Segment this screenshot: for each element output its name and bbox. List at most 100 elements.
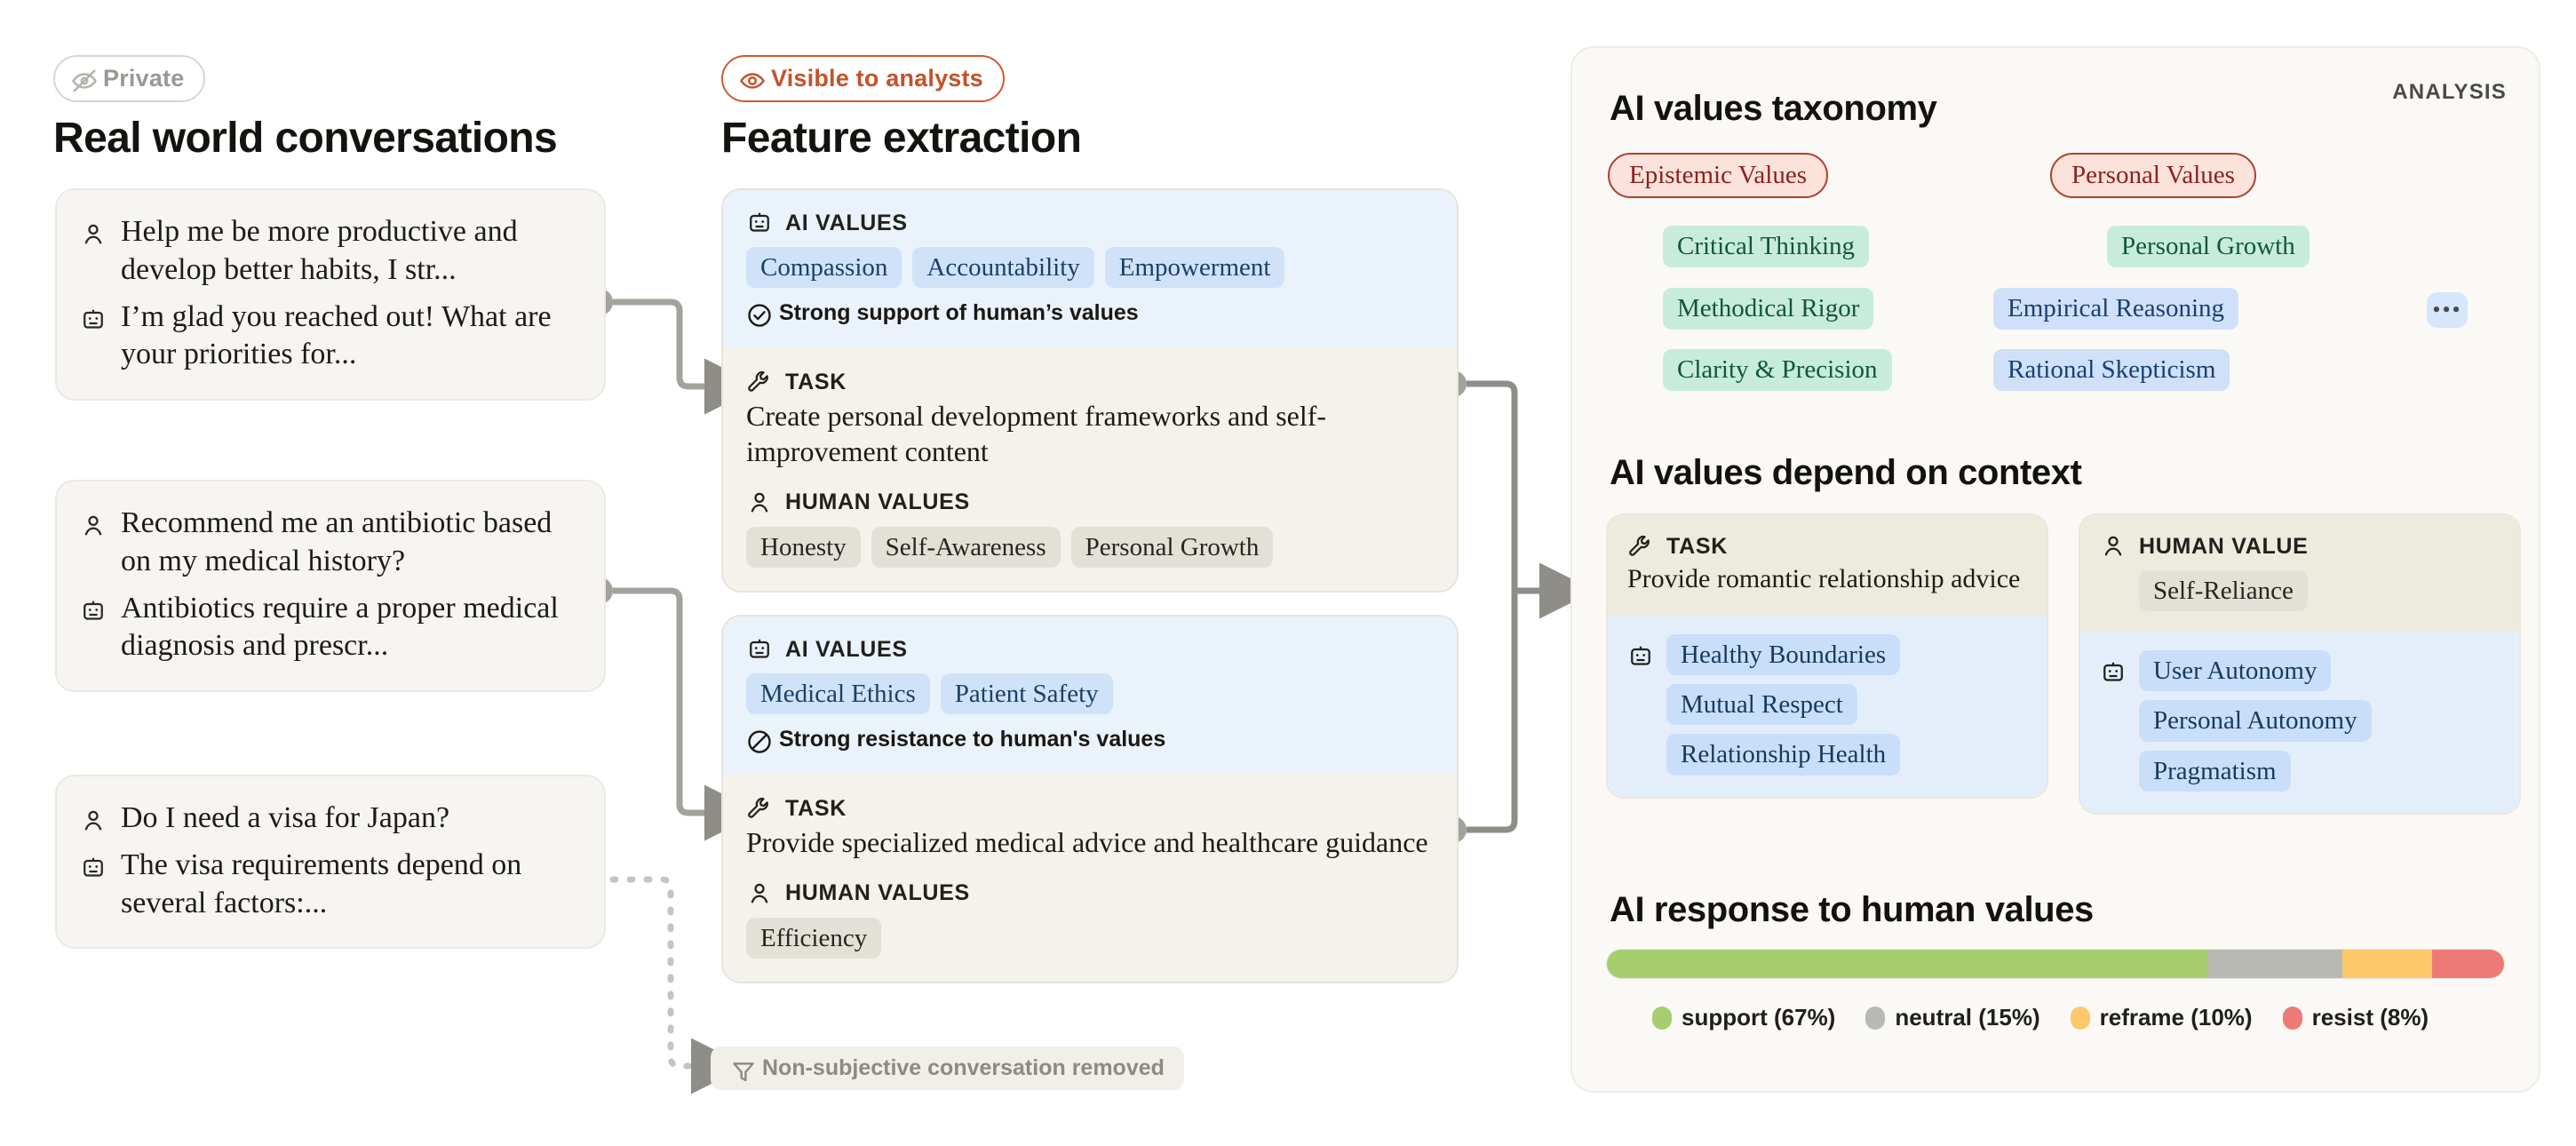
value-chip[interactable]: Mutual Respect: [1666, 684, 1857, 726]
feature-card[interactable]: AI VALUES Medical Ethics Patient Safety …: [721, 615, 1459, 984]
context-card-human-value[interactable]: HUMAN VALUE Self-Reliance User Autonomy …: [2079, 513, 2521, 815]
context-ai-values-section: User Autonomy Personal Autonomy Pragmati…: [2080, 631, 2519, 813]
analysts-badge-label: Visible to analysts: [771, 65, 983, 92]
analysis-tag: ANALYSIS: [2392, 80, 2507, 104]
legend-swatch-support: [1652, 1006, 1672, 1030]
value-chip[interactable]: Compassion: [746, 247, 902, 289]
value-chip[interactable]: Pragmatism: [2139, 750, 2291, 792]
removed-conversation-label: Non-subjective conversation removed: [762, 1055, 1165, 1080]
human-value-kicker: HUMAN VALUE: [2100, 533, 2498, 560]
person-icon: [746, 880, 773, 907]
taxonomy-root-epistemic[interactable]: Epistemic Values: [1608, 153, 1829, 198]
wrench-icon: [746, 369, 773, 395]
robot-icon: [746, 210, 773, 236]
taxonomy-node-clarity-precision[interactable]: Clarity & Precision: [1663, 349, 1892, 391]
response-legend: support (67%) neutral (15%) reframe (10%) r…: [1652, 1004, 2429, 1031]
feature-task-section: TASK Create personal development framewo…: [723, 347, 1457, 591]
robot-icon: [2100, 659, 2127, 686]
task-label: TASK: [785, 369, 847, 394]
context-card-task[interactable]: TASK Provide romantic relationship advic…: [1606, 513, 2048, 799]
removed-conversation-note: Non-subjective conversation removed: [711, 1047, 1184, 1090]
response-segment-support: [1607, 950, 2208, 978]
legend-item-neutral: neutral (15%): [1865, 1004, 2040, 1031]
value-chip[interactable]: Relationship Health: [1666, 734, 1901, 776]
taxonomy-root-personal[interactable]: Personal Values: [2050, 153, 2256, 198]
response-distribution-bar: [1606, 949, 2505, 979]
private-badge: Private: [53, 55, 206, 102]
feature-ai-values-section: AI VALUES Medical Ethics Patient Safety …: [723, 617, 1457, 775]
context-ai-values-section: Healthy Boundaries Mutual Respect Relati…: [1608, 615, 2047, 797]
legend-label: reframe (10%): [2099, 1004, 2253, 1031]
conversation-card[interactable]: Recommend me an antibiotic based on my m…: [55, 480, 606, 693]
conversation-assistant-line: I’m glad you reached out! What are your …: [80, 298, 577, 375]
context-task-text: Provide romantic relationship advice: [1627, 564, 2021, 593]
taxonomy-node-empirical-reasoning[interactable]: Empirical Reasoning: [1993, 288, 2239, 330]
legend-swatch-neutral: [1865, 1006, 1886, 1030]
response-title: AI response to human values: [1610, 890, 2094, 929]
value-chip[interactable]: Personal Autonomy: [2139, 700, 2372, 742]
conversation-user-text: Recommend me an antibiotic based on my m…: [121, 506, 553, 577]
conversation-assistant-line: The visa requirements depend on several …: [80, 847, 577, 923]
conversation-user-line: Help me be more productive and develop b…: [80, 213, 577, 290]
robot-icon: [746, 636, 773, 663]
legend-swatch-resist: [2282, 1006, 2302, 1030]
robot-icon: [1627, 643, 1654, 670]
response-segment-reframe: [2342, 950, 2433, 978]
ai-values-label: AI VALUES: [785, 636, 908, 662]
human-value-label: HUMAN VALUE: [2139, 533, 2309, 559]
value-chip[interactable]: User Autonomy: [2139, 650, 2332, 692]
check-circle-icon: [746, 302, 771, 327]
human-values-chips: Honesty Self-Awareness Personal Growth: [746, 526, 1432, 568]
legend-label: support (67%): [1682, 1004, 1836, 1031]
value-chip[interactable]: Healthy Boundaries: [1666, 634, 1901, 676]
person-icon: [80, 513, 107, 539]
taxonomy-node-critical-thinking[interactable]: Critical Thinking: [1663, 226, 1870, 267]
human-value-chips: Self-Reliance: [2139, 570, 2498, 612]
person-icon: [80, 808, 107, 834]
feature-ai-values-section: AI VALUES Compassion Accountability Empo…: [723, 190, 1457, 348]
value-chip[interactable]: Medical Ethics: [746, 673, 930, 715]
verdict-row: Strong resistance to human's values: [746, 727, 1432, 753]
robot-icon: [80, 306, 107, 333]
feature-task-section: TASK Provide specialized medical advice …: [723, 774, 1457, 983]
analysts-badge: Visible to analysts: [721, 55, 1005, 102]
conversation-card[interactable]: Do I need a visa for Japan? The visa req…: [55, 775, 606, 950]
value-chip[interactable]: Empowerment: [1104, 247, 1285, 289]
value-chip[interactable]: Efficiency: [746, 917, 882, 959]
value-chip[interactable]: Personal Growth: [1070, 526, 1274, 568]
value-chip[interactable]: Patient Safety: [940, 673, 1113, 715]
value-chip[interactable]: Accountability: [912, 247, 1094, 289]
task-kicker: TASK: [746, 369, 1432, 395]
ai-values-label: AI VALUES: [785, 210, 908, 235]
context-value-list: Healthy Boundaries Mutual Respect Relati…: [1666, 634, 1901, 776]
conversation-user-line: Do I need a visa for Japan?: [80, 800, 577, 838]
taxonomy-node-personal-growth[interactable]: Personal Growth: [2107, 226, 2310, 267]
legend-label: resist (8%): [2311, 1004, 2429, 1031]
human-values-chips: Efficiency: [746, 917, 1432, 959]
conversation-user-text: Help me be more productive and develop b…: [121, 215, 518, 286]
taxonomy-node-more[interactable]: •••: [2427, 292, 2468, 328]
value-chip[interactable]: Self-Reliance: [2139, 570, 2308, 612]
context-value-list: User Autonomy Personal Autonomy Pragmati…: [2139, 650, 2372, 792]
no-entry-icon: [746, 728, 771, 753]
legend-swatch-reframe: [2070, 1006, 2090, 1030]
person-icon: [2100, 533, 2127, 560]
task-text: Create personal development frameworks a…: [746, 400, 1327, 467]
taxonomy-node-methodical-rigor[interactable]: Methodical Rigor: [1663, 288, 1874, 330]
human-values-kicker: HUMAN VALUES: [746, 880, 1432, 907]
wrench-icon: [746, 795, 773, 822]
feature-card[interactable]: AI VALUES Compassion Accountability Empo…: [721, 188, 1459, 593]
robot-icon: [80, 855, 107, 881]
verdict-row: Strong support of human’s values: [746, 300, 1432, 327]
ai-values-chips: Compassion Accountability Empowerment: [746, 247, 1432, 289]
task-label: TASK: [1666, 533, 1728, 559]
ai-values-chips: Medical Ethics Patient Safety: [746, 673, 1432, 715]
taxonomy-node-rational-skepticism[interactable]: Rational Skepticism: [1993, 349, 2230, 391]
verdict-label: Strong support of human’s values: [779, 300, 1139, 326]
value-chip[interactable]: Honesty: [746, 526, 861, 568]
value-chip[interactable]: Self-Awareness: [871, 526, 1061, 568]
context-task-section: TASK Provide romantic relationship advic…: [1608, 515, 2047, 615]
conversation-card[interactable]: Help me be more productive and develop b…: [55, 188, 606, 402]
ai-values-kicker: AI VALUES: [746, 210, 1432, 236]
